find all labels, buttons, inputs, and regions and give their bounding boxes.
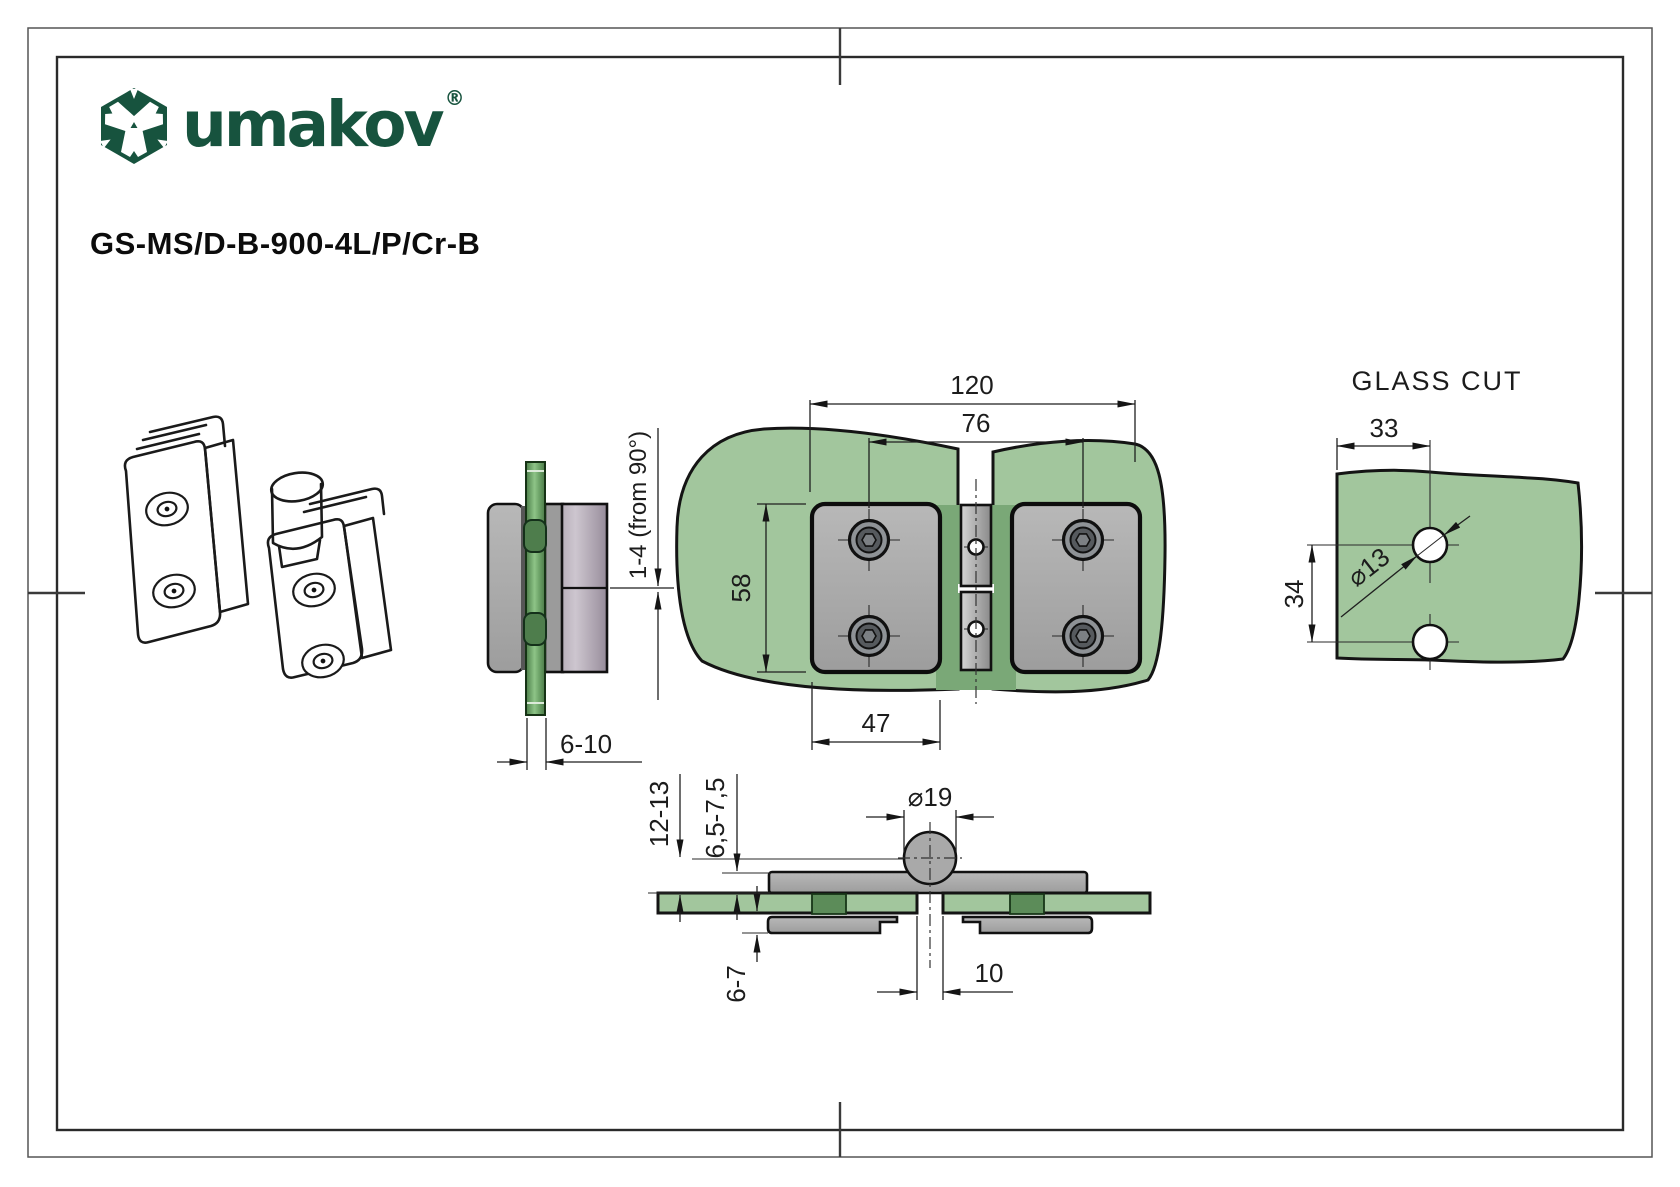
umakov-logo-icon (99, 88, 169, 164)
product-code: GS-MS/D-B-900-4L/P/Cr-B (90, 226, 481, 261)
dim-height: 58 (726, 574, 756, 603)
clamp-plate-right (961, 915, 1094, 935)
iso-screw (152, 573, 196, 609)
isometric-view (123, 415, 393, 679)
front-view: 120 76 58 47 (675, 370, 1167, 750)
glass-cut-panel (1335, 468, 1584, 664)
dim-plate-below-glass: 6-7 (721, 965, 751, 1003)
dim-overall-width: 120 (950, 370, 993, 400)
iso-screw (145, 491, 189, 527)
glass-section-left (656, 891, 919, 915)
dim-knuckle-diameter: ⌀19 (908, 782, 953, 812)
dim-hole-spacing-vertical: 34 (1279, 580, 1309, 609)
glass-hole-lower (1411, 623, 1449, 661)
umakov-logo: umakov ® (98, 86, 465, 166)
dim-plate-above-glass: 6,5-7,5 (700, 778, 730, 859)
hinge-plate-left (809, 501, 943, 675)
dim-opening-angle: 1-4 (from 90°) (625, 431, 652, 579)
glass-cut-view: GLASS CUT 33 34 ⌀13 (1279, 366, 1584, 670)
dim-glass-thickness: 6-10 (560, 729, 612, 759)
glass-section-right (941, 891, 1152, 915)
side-view: 1-4 (from 90°) 6-10 (486, 428, 674, 770)
dim-hole-spacing: 76 (962, 408, 991, 438)
clamp-plate-left (766, 915, 899, 935)
dim-glass-gap: 10 (975, 958, 1004, 988)
hinge-plate-right (1009, 501, 1143, 675)
dim-height-total: 12-13 (644, 781, 674, 848)
iso-screw (301, 643, 345, 679)
glass-cut-title: GLASS CUT (1351, 366, 1522, 396)
glass-hole-upper (1411, 526, 1449, 564)
logo-brand-text: umakov (182, 88, 445, 161)
section-view: ⌀19 12-13 6,5-7,5 6-7 10 (644, 774, 1152, 1003)
dim-hole-edge-distance: 33 (1370, 413, 1399, 443)
registered-trademark-icon: ® (444, 86, 465, 110)
iso-screw (292, 572, 336, 608)
dim-plate-width: 47 (862, 708, 891, 738)
glass-edge (525, 461, 546, 716)
